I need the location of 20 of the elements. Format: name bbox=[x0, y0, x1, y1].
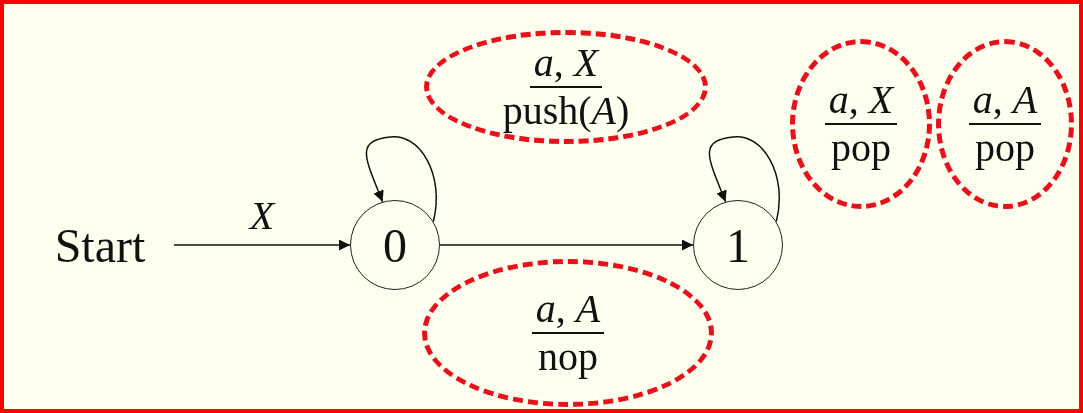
transition-arrow bbox=[173, 239, 351, 251]
transition-input: a, A bbox=[531, 288, 605, 334]
self-loop-arrow bbox=[365, 136, 438, 223]
stack-action: push(A) bbox=[502, 88, 630, 132]
edge-label: X bbox=[249, 192, 275, 239]
start-label: Start bbox=[30, 215, 170, 275]
dashed-ellipse bbox=[790, 39, 932, 209]
transition-input: a, X bbox=[824, 79, 898, 125]
dashed-ellipse bbox=[936, 39, 1074, 209]
transition-arrow bbox=[439, 239, 694, 251]
state-label: 1 bbox=[726, 217, 750, 273]
state-label: 0 bbox=[383, 217, 407, 273]
transition-input: a, A bbox=[968, 79, 1042, 125]
dashed-ellipse bbox=[422, 259, 714, 407]
dashed-ellipse bbox=[424, 30, 708, 144]
stack-action: pop bbox=[975, 125, 1035, 169]
stack-action: pop bbox=[831, 125, 891, 169]
transition-input: a, X bbox=[529, 42, 603, 88]
self-loop-arrow bbox=[708, 136, 781, 223]
stack-action: nop bbox=[538, 334, 598, 378]
